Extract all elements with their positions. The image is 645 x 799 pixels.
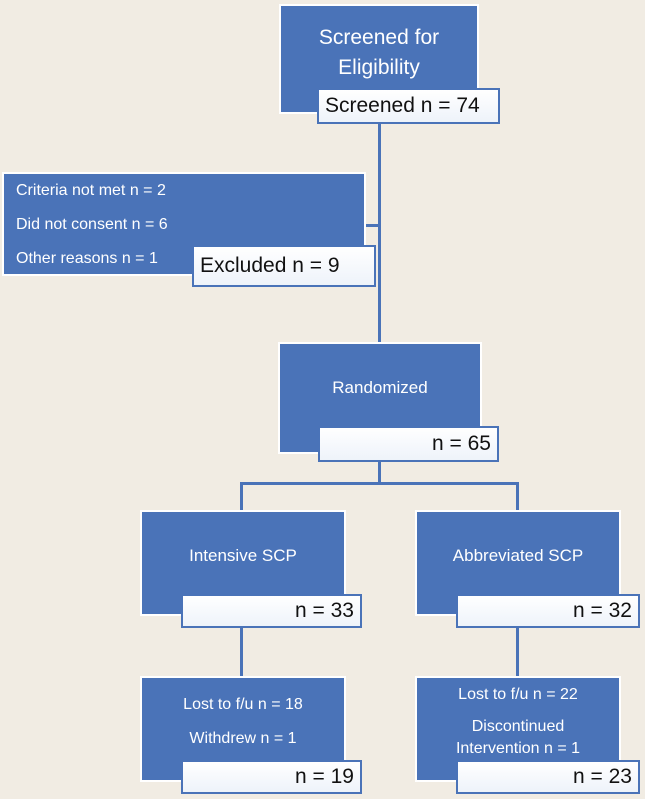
randomized-count: n = 65 [318, 426, 499, 462]
intensive-followup-lost: Lost to f/u n = 18 [183, 696, 303, 713]
connector-intensive-down [240, 626, 243, 678]
connector-abbreviated-down [516, 626, 519, 678]
excluded-box: Criteria not met n = 2 Did not consent n… [2, 172, 366, 276]
intensive-count: n = 33 [181, 594, 362, 628]
randomized-title: Randomized [332, 378, 428, 397]
connector-to-excluded [364, 224, 380, 227]
abbreviated-followup-intervention: Intervention n = 1 [455, 740, 581, 757]
screened-title-line1: Screened for [318, 26, 440, 49]
intensive-followup-withdrew: Withdrew n = 1 [189, 730, 297, 747]
abbreviated-followup-count: n = 23 [456, 760, 640, 794]
excluded-reason-criteria: Criteria not met n = 2 [16, 182, 166, 199]
abbreviated-title: Abbreviated SCP [452, 546, 584, 565]
connector-branch-left [240, 482, 243, 510]
intensive-followup-count: n = 19 [181, 760, 362, 794]
abbreviated-count: n = 32 [456, 594, 640, 628]
screened-count: Screened n = 74 [317, 88, 500, 124]
connector-randomized-down [378, 460, 381, 484]
excluded-reason-consent: Did not consent n = 6 [16, 216, 168, 233]
connector-branch-right [516, 482, 519, 510]
abbreviated-followup-discontinued: Discontinued [471, 718, 565, 735]
connector-branch-horizontal [240, 482, 519, 485]
connector-screened-to-randomized [378, 120, 381, 342]
intensive-title: Intensive SCP [189, 546, 297, 565]
abbreviated-followup-lost: Lost to f/u n = 22 [458, 686, 578, 703]
excluded-count: Excluded n = 9 [192, 245, 376, 287]
screened-title-line2: Eligibility [338, 56, 420, 79]
excluded-reason-other: Other reasons n = 1 [16, 250, 158, 267]
